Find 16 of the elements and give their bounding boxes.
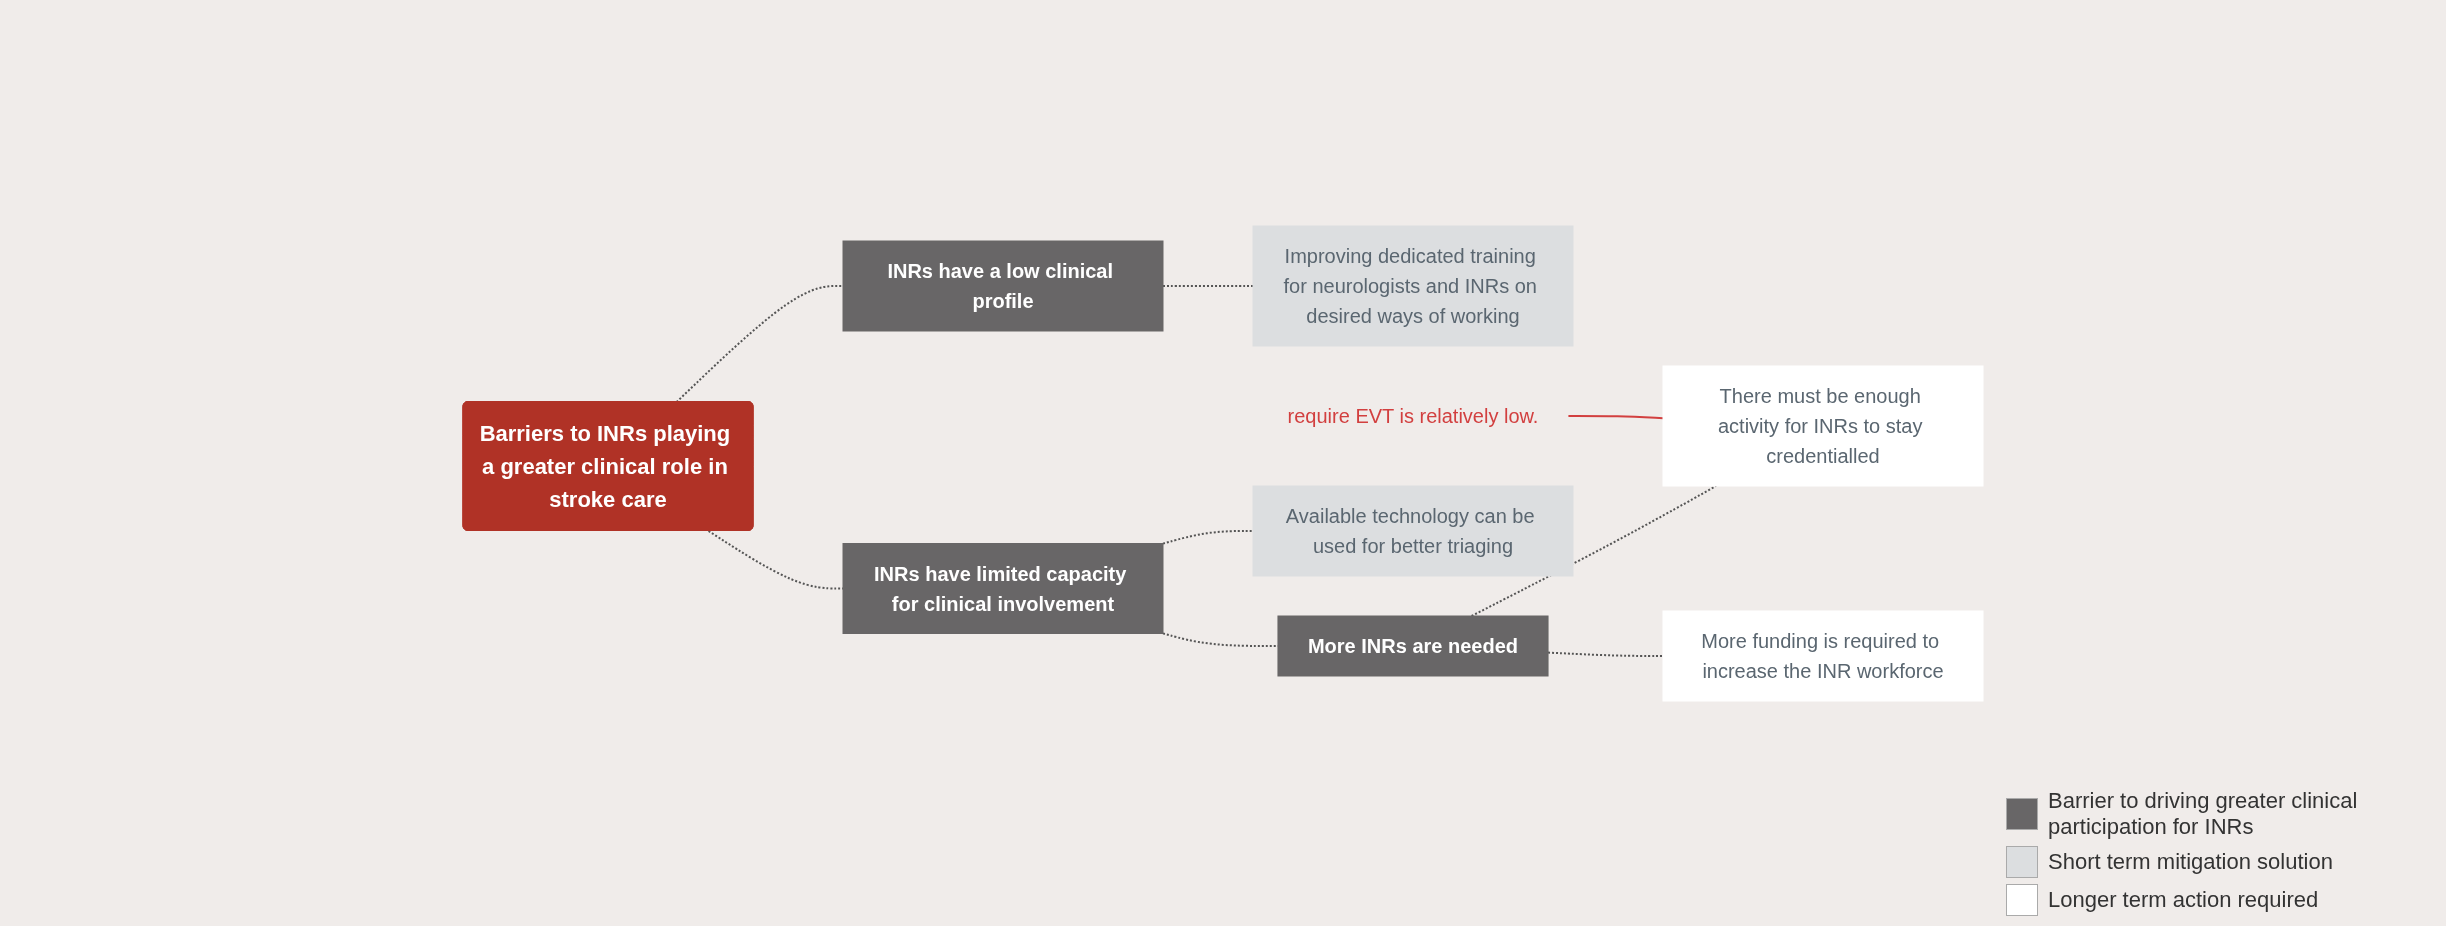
legend-text: Barrier to driving greater clinical participation for INRs <box>2048 788 2359 840</box>
node-box: There must be enough activity for INRs to stay credentialled <box>1662 365 1984 486</box>
node-box: More funding is required to increase the INR workforce <box>1662 610 1984 701</box>
legend-text: Short term mitigation solution <box>2048 849 2333 875</box>
legend-text: Longer term action required <box>2048 887 2319 913</box>
node-box: More INRs are needed <box>1277 615 1549 676</box>
node-box: INRs have limited capacity for clinical involvement <box>842 542 1164 634</box>
connector <box>1567 414 1664 419</box>
connector <box>1547 651 1664 657</box>
connector <box>1162 631 1279 647</box>
connector <box>675 284 844 403</box>
node-box: Available technology can be used for better triaging <box>1252 485 1574 576</box>
node-box: INRs have a low clinical profile <box>842 240 1164 331</box>
node-box: Improving dedicated training for neurologists and INRs on desired ways of working <box>1252 225 1574 346</box>
node-text: require EVT is relatively low. <box>1287 404 1539 427</box>
connector <box>1162 529 1254 545</box>
